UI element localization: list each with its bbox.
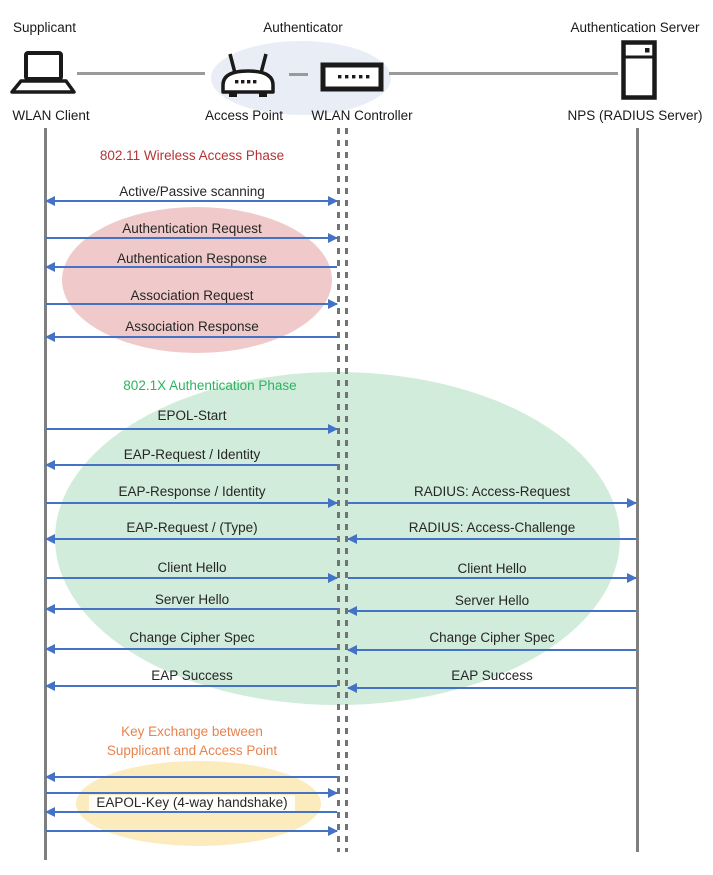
message-label: Association Request xyxy=(130,288,254,303)
message-arrow xyxy=(347,534,636,544)
message-label: Server Hello xyxy=(454,593,530,608)
message-arrow xyxy=(45,681,337,691)
message-label: Client Hello xyxy=(457,561,527,576)
role-label-authenticator: Authenticator xyxy=(263,20,343,35)
message-label: EAP-Request / Identity xyxy=(123,447,261,462)
message-label: Active/Passive scanning xyxy=(119,184,265,199)
message-label: Change Cipher Spec xyxy=(429,630,555,645)
role-label-authentication-server: Authentication Server xyxy=(570,20,700,35)
connector-ap-controller xyxy=(289,73,308,76)
device-label-access-point: Access Point xyxy=(204,108,284,123)
message-arrow xyxy=(347,683,636,693)
message-arrow xyxy=(46,826,338,836)
message-arrow xyxy=(45,807,337,817)
phase-title-802-11-wireless-access: 802.11 Wireless Access Phase xyxy=(99,148,285,163)
message-label: Authentication Response xyxy=(116,251,268,266)
phase-title-key-exchange: Key Exchange between Supplicant and Acce… xyxy=(46,722,338,760)
connector-controller-server xyxy=(389,72,618,75)
message-label: EAP Success xyxy=(151,668,233,683)
phase-title-802-1x-authentication: 802.1X Authentication Phase xyxy=(123,378,297,393)
message-label: Change Cipher Spec xyxy=(129,630,255,645)
server-icon xyxy=(621,40,657,100)
eapol-key-label: EAPOL-Key (4-way handshake) xyxy=(46,794,338,812)
message-arrow xyxy=(45,262,337,272)
message-label: Server Hello xyxy=(154,592,230,607)
role-label-supplicant: Supplicant xyxy=(13,20,77,35)
device-label-wlan-client: WLAN Client xyxy=(12,108,90,123)
message-arrow xyxy=(45,534,337,544)
message-label: Association Response xyxy=(125,319,259,334)
message-arrow xyxy=(347,645,636,655)
lifeline-authenticator-dash-right xyxy=(345,128,348,852)
device-label-wlan-controller: WLAN Controller xyxy=(311,108,413,123)
eapol-key-label-text: EAPOL-Key (4-way handshake) xyxy=(89,795,295,811)
message-arrow xyxy=(46,573,338,583)
message-arrow xyxy=(46,788,338,798)
message-arrow xyxy=(46,233,338,243)
message-arrow xyxy=(46,424,338,434)
message-arrow xyxy=(45,644,337,654)
message-arrow xyxy=(348,498,637,508)
message-arrow xyxy=(45,196,338,206)
message-arrow xyxy=(45,604,337,614)
message-arrow xyxy=(45,332,337,342)
message-arrow xyxy=(46,299,338,309)
lifeline-authentication-server xyxy=(636,128,639,852)
device-label-nps-radius-server: NPS (RADIUS Server) xyxy=(567,108,703,123)
message-label: RADIUS: Access-Request xyxy=(413,484,571,499)
laptop-icon xyxy=(10,50,76,96)
message-arrow xyxy=(46,498,338,508)
phase-title-key-exchange-line1: Key Exchange between xyxy=(121,724,263,739)
connector-client-ap xyxy=(77,72,205,75)
message-arrow xyxy=(347,606,636,616)
phase-title-key-exchange-line2: Supplicant and Access Point xyxy=(106,743,278,758)
message-label: EAP Success xyxy=(451,668,533,683)
lifeline-authenticator-dash-left xyxy=(337,128,340,852)
message-label: EAP-Response / Identity xyxy=(118,484,266,499)
wlan-controller-icon xyxy=(320,62,384,92)
access-point-icon xyxy=(218,50,278,98)
message-arrow xyxy=(45,460,337,470)
lifeline-supplicant xyxy=(44,128,47,860)
wireless-access-phase-ellipse xyxy=(62,207,332,353)
message-label: EAP-Request / (Type) xyxy=(126,520,258,535)
message-label: Client Hello xyxy=(157,560,227,575)
message-arrow xyxy=(45,772,337,782)
message-label: EPOL-Start xyxy=(157,408,227,423)
message-label: Authentication Request xyxy=(122,221,262,236)
message-arrow xyxy=(348,573,637,583)
message-label: RADIUS: Access-Challenge xyxy=(408,520,576,535)
